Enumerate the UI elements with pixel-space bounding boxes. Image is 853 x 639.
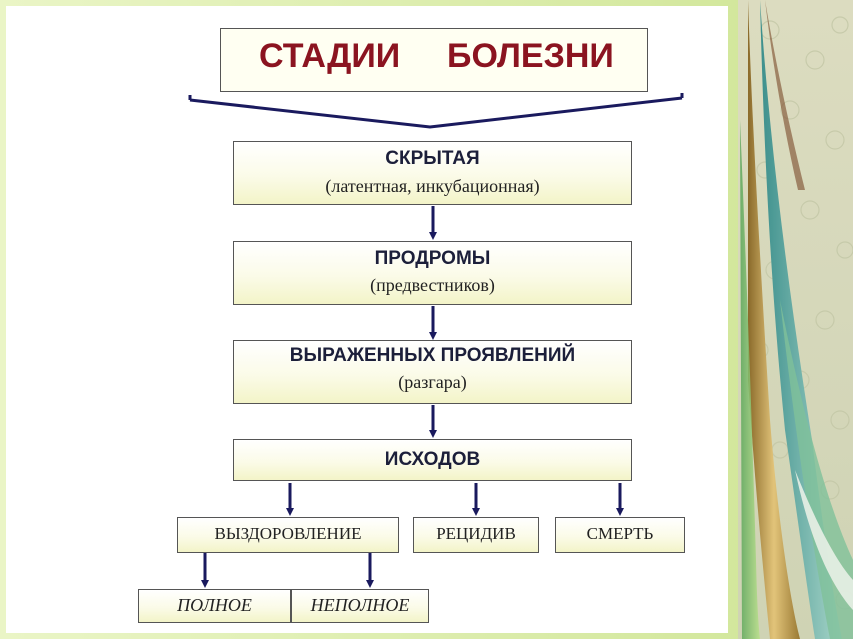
stage-box-outcomes: ИСХОДОВ <box>233 439 632 481</box>
recovery-box-partial: НЕПОЛНОЕ <box>291 589 429 623</box>
outcome-box-recovery: ВЫЗДОРОВЛЕНИЕ <box>177 517 399 553</box>
stage-title-latent: СКРЫТАЯ <box>385 148 480 169</box>
stage-subtitle-manifest: (разгара) <box>398 372 467 392</box>
stage-box-latent: СКРЫТАЯ (латентная, инкубационная) <box>233 141 632 205</box>
outcome-label-relapse: РЕЦИДИВ <box>436 524 516 543</box>
diagram-title-word-1: СТАДИИ <box>259 37 401 75</box>
recovery-box-full: ПОЛНОЕ <box>138 589 291 623</box>
recovery-label-partial: НЕПОЛНОЕ <box>310 595 410 615</box>
recovery-label-full: ПОЛНОЕ <box>177 595 252 615</box>
outcome-box-relapse: РЕЦИДИВ <box>413 517 539 553</box>
title-brace <box>189 96 683 129</box>
stage-title-outcomes: ИСХОДОВ <box>384 449 481 470</box>
stage-subtitle-prodromal: (предвестников) <box>370 275 495 295</box>
outcome-label-death: СМЕРТЬ <box>586 524 654 543</box>
stage-title-manifest: ВЫРАЖЕННЫХ ПРОЯВЛЕНИЙ <box>289 345 576 366</box>
diagram-title-box: СТАДИИ БОЛЕЗНИ <box>220 28 648 92</box>
stage-subtitle-latent: (латентная, инкубационная) <box>325 176 540 196</box>
outcome-label-recovery: ВЫЗДОРОВЛЕНИЕ <box>214 524 362 543</box>
stage-box-prodromal: ПРОДРОМЫ (предвестников) <box>233 241 632 305</box>
stage-box-manifest: ВЫРАЖЕННЫХ ПРОЯВЛЕНИЙ (разгара) <box>233 340 632 404</box>
outcome-box-death: СМЕРТЬ <box>555 517 685 553</box>
diagram-title-word-2: БОЛЕЗНИ <box>447 37 614 75</box>
stage-title-prodromal: ПРОДРОМЫ <box>374 248 491 269</box>
